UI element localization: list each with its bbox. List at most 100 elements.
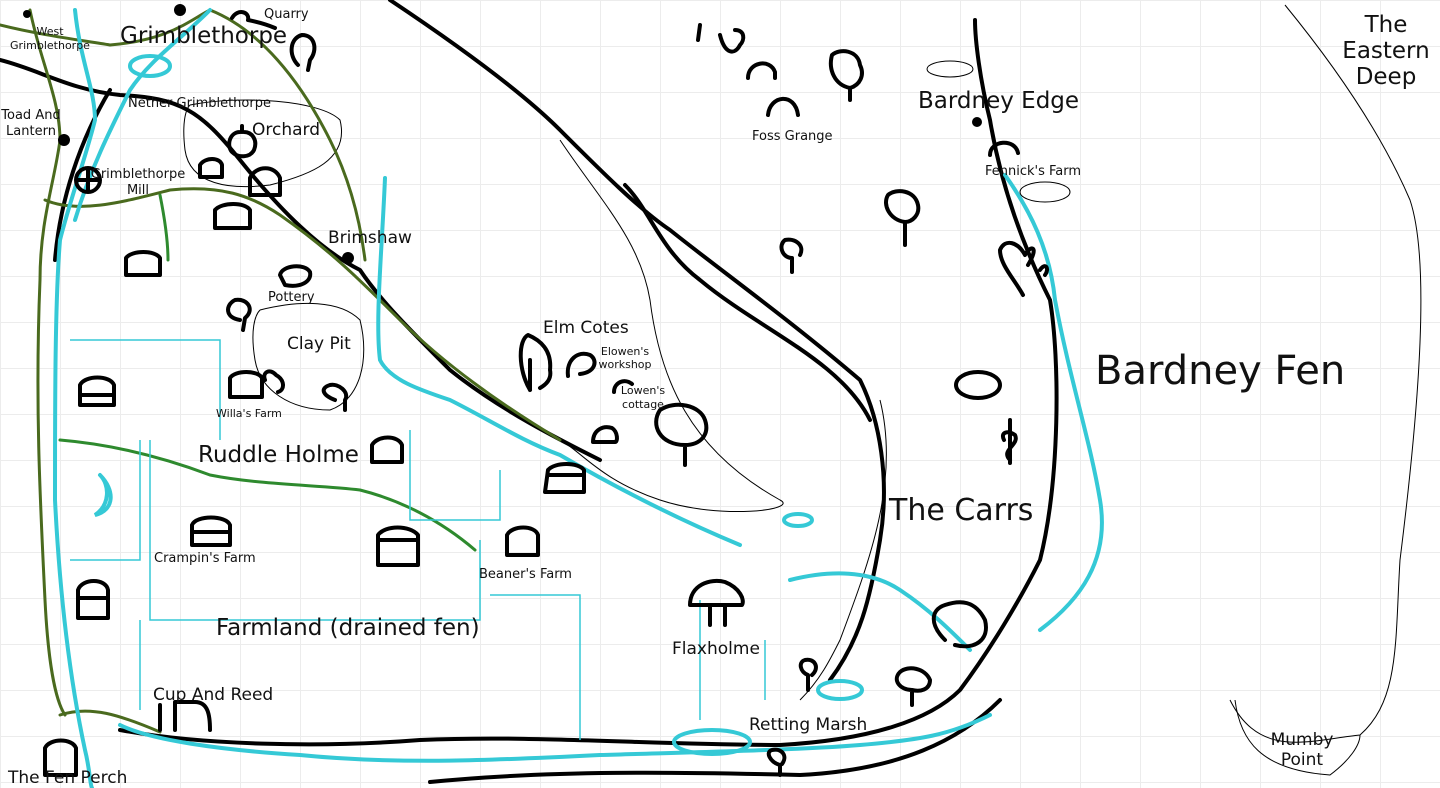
coastline-bottom — [428, 698, 1002, 784]
label-the-carrs: The Carrs — [888, 493, 1033, 528]
tree-icon — [931, 600, 988, 649]
building-icon — [988, 140, 1020, 157]
tree-icon — [321, 382, 349, 412]
label-elowens-workshop: Elowen's — [601, 345, 649, 358]
pond-retting — [672, 728, 752, 756]
tree-icon — [829, 49, 864, 102]
label-mumby-point: Mumby — [1271, 730, 1334, 750]
road-mill — [43, 187, 562, 442]
shore-ne-2 — [1234, 699, 1361, 776]
tree-icon — [998, 240, 1050, 297]
label-grimblethorpe-mill-2: Mill — [127, 183, 149, 198]
label-beaners-farm: Beaner's Farm — [479, 567, 572, 582]
label-farmland: Farmland (drained fen) — [216, 615, 480, 641]
building-icon — [198, 157, 224, 179]
orchard-boundary — [183, 99, 342, 188]
road-west — [28, 8, 67, 717]
label-west-grimblethorpe: West — [36, 25, 64, 38]
grimblethorpe-pond — [128, 54, 172, 78]
label-grimblethorpe: Grimblethorpe — [120, 23, 287, 49]
label-the-eastern-deep-3: Deep — [1356, 64, 1417, 90]
building-icon — [565, 351, 597, 378]
road-north — [0, 8, 367, 262]
tree-icon — [1001, 418, 1018, 465]
building-icon — [228, 370, 264, 399]
label-foss-grange: Foss Grange — [752, 129, 833, 144]
tree-icon — [894, 666, 932, 707]
building-icon — [746, 61, 800, 117]
shore-ne — [1229, 4, 1422, 743]
label-toad-and-lantern-2: Lantern — [6, 124, 56, 139]
bardney-edge-dot — [972, 117, 982, 127]
tree-icon — [779, 237, 804, 274]
mill-icon — [74, 166, 102, 194]
building-icon — [76, 579, 110, 620]
tree-icon — [798, 657, 818, 692]
building-icon — [505, 525, 540, 557]
building-icon — [543, 462, 586, 494]
building-icon — [612, 379, 634, 394]
river-south — [118, 713, 992, 763]
building-icon — [124, 250, 162, 277]
label-flaxholme: Flaxholme — [672, 639, 760, 659]
buildings — [43, 61, 1020, 777]
pond-icon — [954, 370, 1002, 400]
road-main — [0, 58, 602, 462]
orchard-apple-icon — [227, 124, 258, 159]
clay-pit-boundary — [252, 303, 365, 411]
labels: West Grimblethorpe Grimblethorpe Quarry … — [0, 7, 1429, 788]
toad-and-lantern-dot — [58, 134, 70, 146]
label-the-eastern-deep-2: Eastern — [1342, 38, 1429, 64]
pond-outline — [1019, 181, 1071, 203]
tree-icon — [262, 369, 285, 394]
tree-icon — [518, 333, 553, 392]
label-brimshaw: Brimshaw — [328, 228, 412, 248]
building-icon — [43, 738, 78, 777]
coastline-inner — [623, 183, 872, 422]
road-south — [58, 709, 162, 734]
building-icon — [190, 515, 232, 547]
field-drains — [70, 339, 766, 740]
label-willas-farm: Willa's Farm — [216, 407, 282, 420]
label-quarry: Quarry — [264, 7, 309, 22]
label-grimblethorpe-mill: Grimblethorpe — [91, 167, 185, 182]
tree-icon — [696, 23, 746, 54]
label-bardney-edge: Bardney Edge — [918, 88, 1079, 114]
label-elm-cotes: Elm Cotes — [543, 318, 629, 338]
label-clay-pit: Clay Pit — [287, 334, 351, 354]
shore-west — [53, 88, 112, 262]
label-nether-grimblethorpe: Nether Grimblethorpe — [128, 96, 271, 111]
coastline-south — [118, 18, 1059, 747]
river-main — [52, 8, 98, 788]
pond-carrs — [782, 512, 814, 528]
west-grimblethorpe-dot — [23, 10, 31, 18]
pond-outline — [926, 60, 974, 78]
tree-icon — [226, 297, 252, 332]
fen-edge-2 — [799, 399, 887, 701]
label-mumby-point-2: Point — [1281, 750, 1324, 770]
label-lowens-cottage-2: cottage — [622, 398, 664, 411]
building-icon — [376, 525, 420, 567]
tree-icon — [289, 33, 317, 72]
tree-icon — [884, 189, 921, 247]
label-cup-and-reed: Cup And Reed — [153, 685, 273, 705]
crescent-pond — [93, 473, 113, 517]
label-west-grimblethorpe-2: Grimblethorpe — [10, 39, 90, 52]
label-crampins-farm: Crampin's Farm — [154, 551, 256, 566]
building-icon — [213, 202, 252, 230]
brimshaw-dot — [342, 252, 354, 264]
label-pottery: Pottery — [268, 290, 315, 305]
quarry-icon — [230, 10, 277, 30]
label-fennicks-farm: Fennick's Farm — [985, 164, 1081, 179]
label-retting-marsh: Retting Marsh — [749, 715, 867, 735]
coastline-north — [388, 0, 886, 682]
label-the-fen-perch: The Fen Perch — [7, 768, 127, 788]
trees — [23, 4, 1071, 777]
label-toad-and-lantern: Toad And — [0, 108, 60, 123]
river-carrs — [788, 571, 972, 652]
label-orchard: Orchard — [252, 120, 320, 140]
label-ruddle-holme: Ruddle Holme — [198, 442, 359, 468]
label-lowens-cottage: Lowen's — [621, 384, 665, 397]
